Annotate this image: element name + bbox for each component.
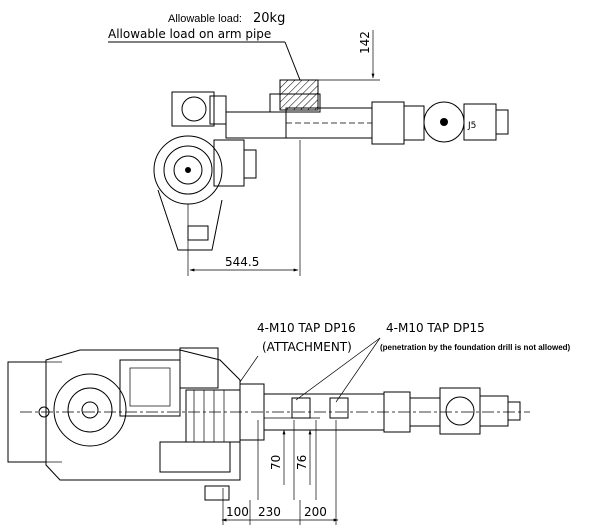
dim-76-text: 76: [295, 455, 309, 470]
dim-70-text: 70: [269, 455, 283, 470]
leader-foundation-a: [295, 337, 381, 401]
leader-attachment: [239, 355, 259, 383]
bottom-view: 4-M10 TAP DP16 (ATTACHMENT) 4-M10 TAP DP…: [7, 321, 571, 525]
tap-foundation-note: (penetration by the foundation drill is …: [380, 343, 571, 352]
tap-attachment-note: (ATTACHMENT): [262, 340, 352, 354]
dim-200-text: 200: [304, 505, 327, 519]
svg-text:J5: J5: [467, 121, 476, 131]
dim-544-text: 544.5: [225, 255, 259, 269]
lower-arm: [157, 189, 223, 251]
dim-100-text: 100: [226, 505, 249, 519]
tap-block-1: [291, 397, 311, 419]
motor-block: [171, 91, 215, 127]
top-view: Allowable load: 20kg Allowable load on a…: [108, 11, 509, 276]
foot: [204, 485, 230, 501]
load-block: [279, 79, 319, 111]
dim-142-text: 142: [358, 31, 372, 54]
motor-top: [179, 347, 219, 389]
allowable-load-value: 20kg: [253, 11, 285, 26]
tap-foundation-label: 4-M10 TAP DP15: [386, 321, 485, 335]
arm-housing: [225, 111, 287, 139]
allowable-load-label: Allowable load:: [168, 13, 242, 25]
leader-foundation-b: [335, 337, 381, 403]
tap-attachment-label: 4-M10 TAP DP16: [257, 321, 356, 335]
tap-block-2: [329, 397, 349, 419]
leader-line: [284, 41, 301, 81]
robot-body: [45, 349, 241, 481]
arm-pipe-load-label: Allowable load on arm pipe: [108, 27, 271, 41]
dim-230-text: 230: [258, 505, 281, 519]
